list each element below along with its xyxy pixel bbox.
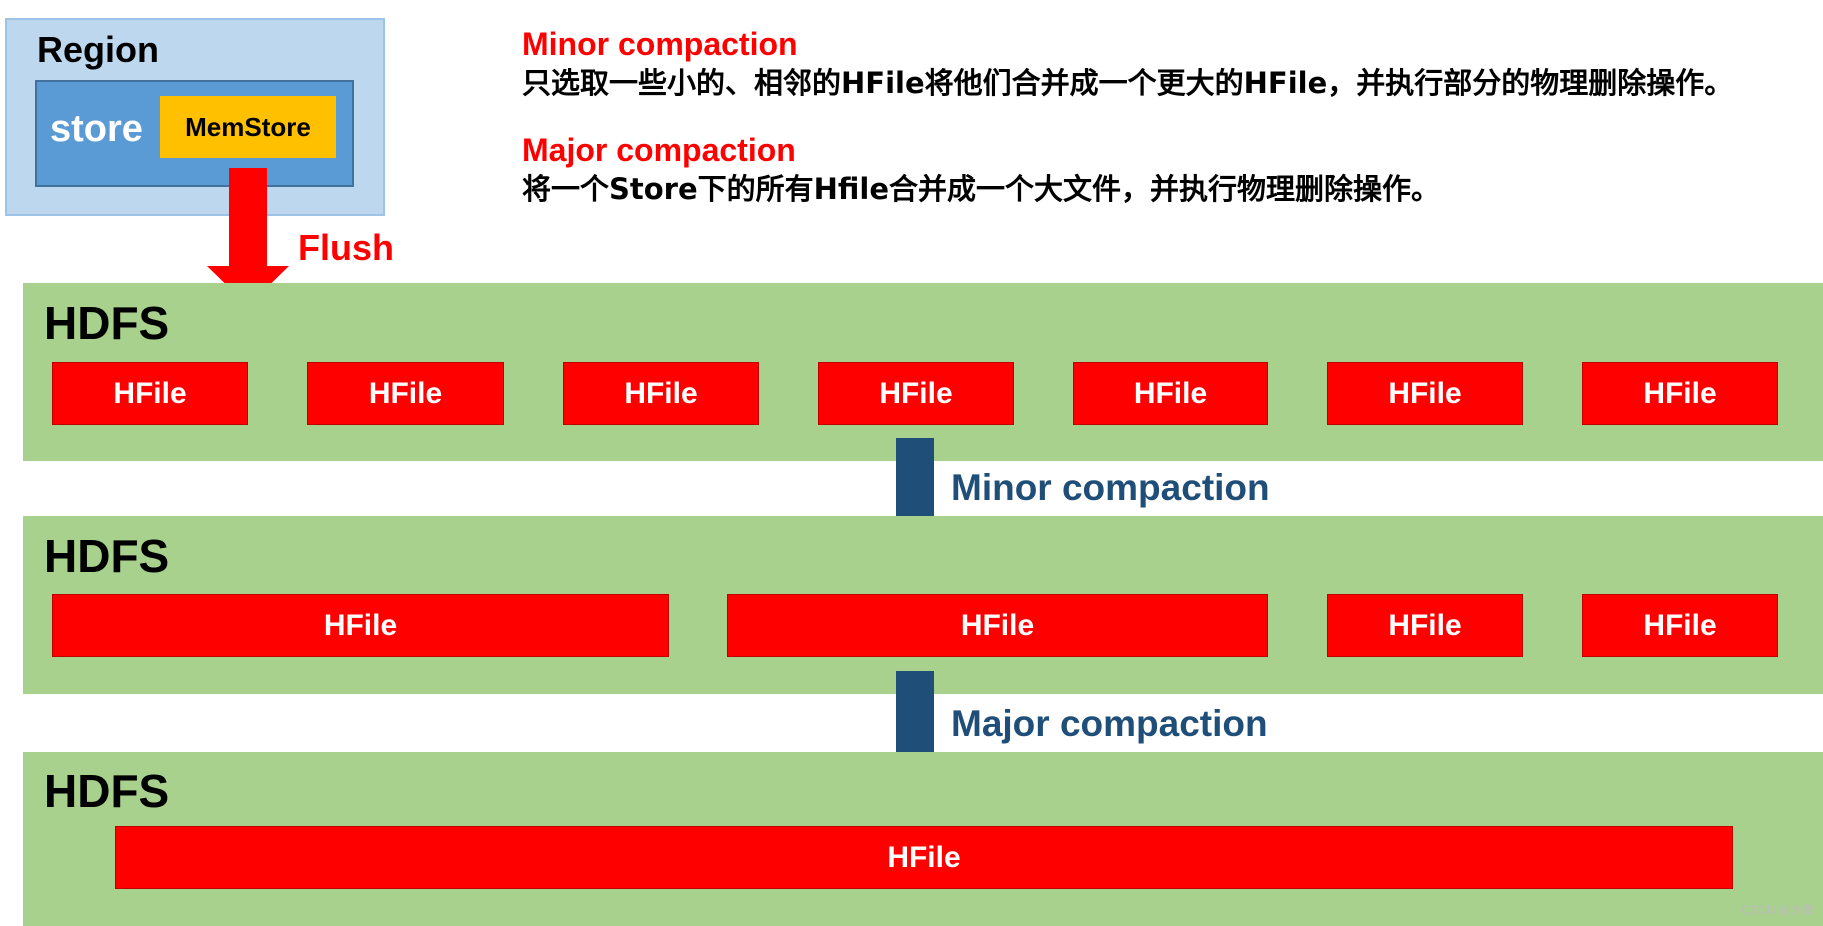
hfile-block: HFile <box>52 362 248 425</box>
hfile-block: HFile <box>52 594 669 657</box>
hfile-block: HFile <box>1073 362 1268 425</box>
hfile-block: HFile <box>1582 594 1778 657</box>
hdfs-label-3: HDFS <box>44 765 170 817</box>
hfile-block: HFile <box>115 826 1733 889</box>
minor-compaction-title: Minor compaction <box>522 26 798 62</box>
major-compaction-description: 将一个Store下的所有Hfile合并成一个大文件，并执行物理删除操作。 <box>522 172 1441 206</box>
hfile-block: HFile <box>1582 362 1778 425</box>
watermark: CSDN @大象 <box>1741 903 1815 917</box>
flush-arrow <box>207 168 289 306</box>
major-compaction-arrow-label: Major compaction <box>951 703 1268 744</box>
hdfs-label-2: HDFS <box>44 530 170 582</box>
hfile-block: HFile <box>1327 362 1523 425</box>
minor-compaction-arrow-label: Minor compaction <box>951 467 1270 508</box>
hfile-block: HFile <box>727 594 1268 657</box>
major-compaction-title: Major compaction <box>522 132 796 168</box>
hfile-block: HFile <box>307 362 504 425</box>
hfile-block: HFile <box>563 362 759 425</box>
hdfs-label-1: HDFS <box>44 297 170 349</box>
memstore-box: MemStore <box>160 96 336 158</box>
store-label: store <box>50 108 143 150</box>
hfile-block: HFile <box>818 362 1014 425</box>
minor-compaction-description: 只选取一些小的、相邻的HFile将他们合并成一个更大的HFile，并执行部分的物… <box>522 66 1734 100</box>
hfile-block: HFile <box>1327 594 1523 657</box>
flush-label: Flush <box>298 227 394 268</box>
region-title: Region <box>37 29 159 70</box>
